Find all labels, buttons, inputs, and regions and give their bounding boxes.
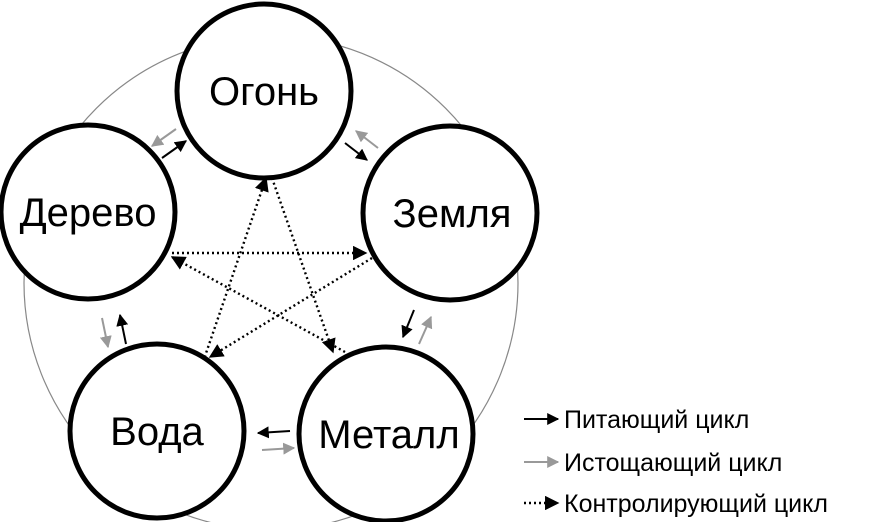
node-earth-circle xyxy=(360,123,540,303)
node-water-circle xyxy=(67,341,247,521)
exhausting-arrow-earth-fire xyxy=(355,130,379,149)
exhausting-arrow-fire-wood xyxy=(151,128,177,147)
node-metal-label: Металл xyxy=(318,413,459,457)
node-wood-circle xyxy=(0,122,178,302)
feeding-cycle-arrows xyxy=(116,140,415,439)
feeding-arrow-water-wood xyxy=(116,313,129,345)
node-fire-circle xyxy=(174,1,354,181)
node-wood: Дерево xyxy=(0,122,178,302)
node-metal: Металл xyxy=(296,344,476,522)
node-earth-label: Земля xyxy=(393,192,512,236)
controlling-arrow-fire-metal xyxy=(270,177,336,354)
legend-exhausting-label: Истощающий цикл xyxy=(564,449,782,477)
legend-item-feeding: Питающий цикл xyxy=(524,406,749,434)
legend-item-controlling: Контролирующий цикл xyxy=(524,490,828,518)
feeding-arrow-metal-water xyxy=(256,426,291,439)
legend-feeding-label: Питающий цикл xyxy=(564,406,749,434)
node-water-label: Вода xyxy=(110,410,204,454)
node-fire: Огонь xyxy=(174,1,354,181)
feeding-arrow-earth-metal xyxy=(401,309,415,339)
exhausting-arrow-water-metal xyxy=(261,442,296,455)
controlling-arrow-metal-wood xyxy=(170,255,346,354)
controlling-arrow-water-fire xyxy=(201,176,269,363)
controlling-arrow-earth-water xyxy=(208,256,373,359)
node-earth: Земля xyxy=(360,123,540,303)
node-metal-circle xyxy=(296,344,476,522)
node-fire-label: Огонь xyxy=(209,70,319,114)
legend-item-exhausting: Истощающий цикл xyxy=(524,449,782,477)
feeding-arrow-wood-fire xyxy=(161,140,187,159)
exhausting-arrow-wood-water xyxy=(99,317,112,349)
legend-controlling-label: Контролирующий цикл xyxy=(564,490,828,518)
node-wood-label: Дерево xyxy=(20,191,157,235)
node-water: Вода xyxy=(67,341,247,521)
exhausting-cycle-arrows xyxy=(99,128,433,455)
exhausting-arrow-metal-earth xyxy=(418,315,433,345)
controlling-cycle-arrows xyxy=(170,176,373,363)
feeding-arrow-fire-earth xyxy=(344,142,368,161)
legend: Питающий цикл Истощающий цикл Контролиру… xyxy=(524,406,828,518)
